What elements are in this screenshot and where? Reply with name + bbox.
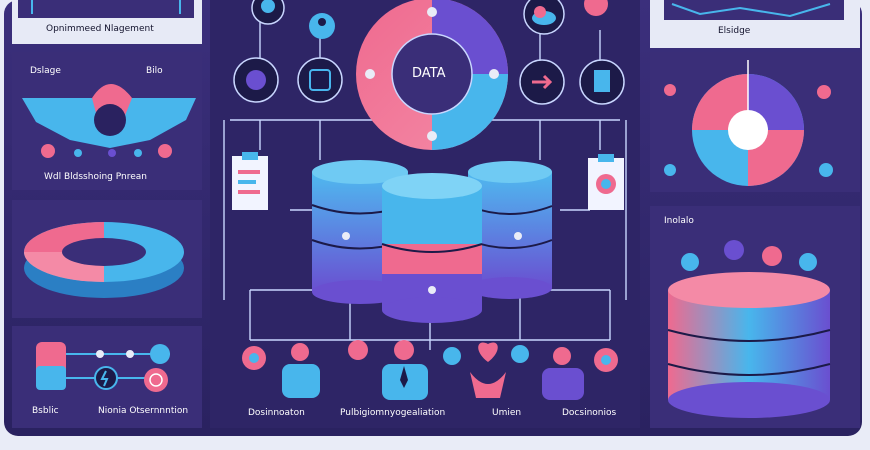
left-mid-caption: Wdl Bldsshoing Pnrean: [44, 172, 147, 182]
bottom-label-3: Umien: [492, 408, 522, 418]
grid-icon: [297, 57, 343, 103]
bottom-label-4: Docsinonios: [562, 408, 617, 418]
top-left-caption: Opnimmeed Nlagement: [46, 24, 154, 34]
cloud-icon: [523, 0, 565, 35]
right-database-panel: [650, 206, 860, 428]
center-core-label: DATA: [412, 66, 446, 81]
lightning-icon: [100, 370, 109, 387]
bottom-left-a: Bsblic: [32, 406, 59, 416]
tree-icon: [681, 240, 817, 271]
bottom-people-row: [242, 340, 618, 400]
top-right-panel: [650, 0, 860, 48]
data-core-ring: [356, 0, 508, 150]
database-icon: [381, 173, 483, 323]
left-tag-b: Bilo: [146, 66, 163, 76]
left-bottom-panel: [12, 326, 202, 428]
clock-icon: [149, 373, 163, 387]
document-icon: [232, 152, 268, 210]
bottom-label-1: Dosinnoaton: [248, 408, 305, 418]
left-ring-panel: [12, 200, 202, 318]
arrow-icon: [519, 59, 565, 105]
document-icon: [588, 154, 624, 210]
right-mid-caption: Inolalo: [664, 216, 694, 226]
heart-icon: [470, 342, 506, 398]
document-icon: [579, 59, 625, 105]
person-icon: [382, 340, 428, 400]
chart-icon: [584, 0, 608, 16]
grid-icon: [233, 57, 279, 103]
bottom-left-b: Nionia Otsernnntion: [98, 406, 189, 416]
person-icon: [542, 347, 584, 400]
person-icon: [309, 13, 335, 39]
left-bridge-panel: [12, 52, 202, 190]
top-right-caption: Elsidge: [718, 26, 751, 36]
person-icon: [282, 343, 320, 398]
center-stage: [210, 0, 640, 428]
right-pie-panel: [650, 52, 860, 192]
left-tag-a: Dslage: [30, 66, 61, 76]
top-left-panel: [12, 0, 202, 44]
bottom-label-2: Pulbigiomnyogealiation: [340, 408, 446, 418]
gear-icon: [251, 0, 285, 25]
